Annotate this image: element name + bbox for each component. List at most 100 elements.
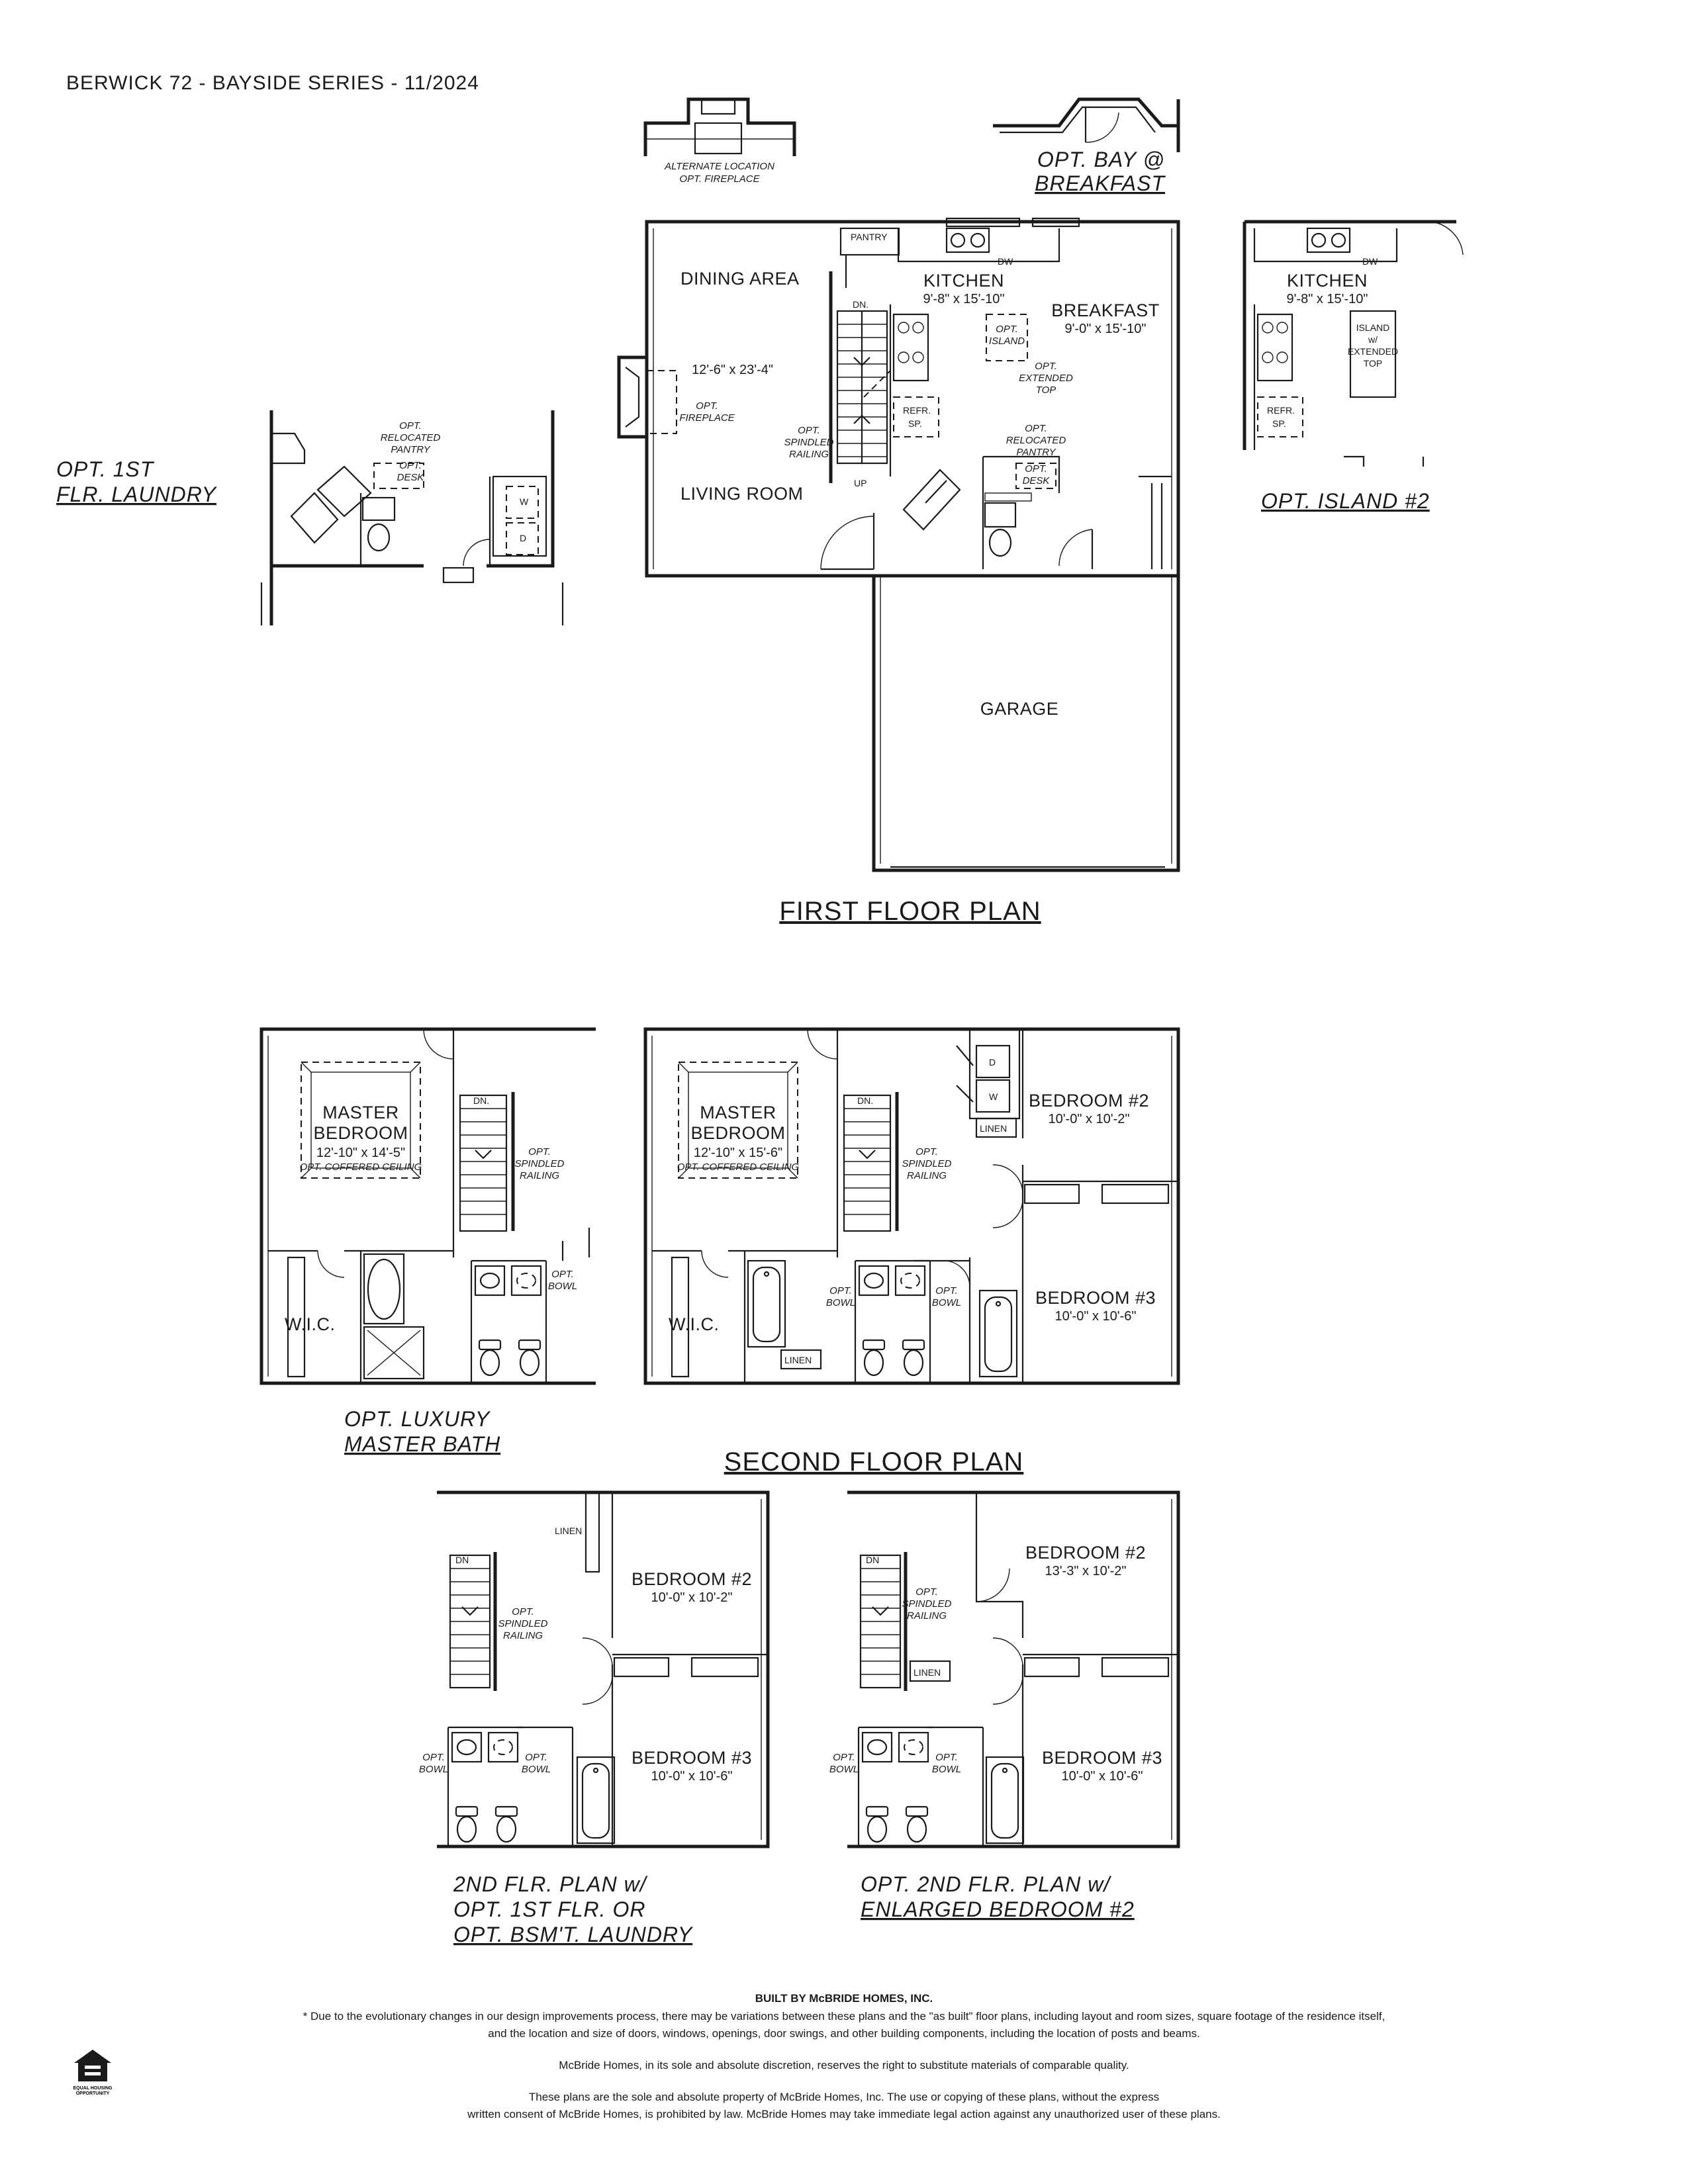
alt-bedroom2-dim: 10'-0" x 10'-2": [651, 1590, 732, 1605]
disclaimer-line: and the location and size of doors, wind…: [488, 2027, 1200, 2040]
second-spindled-label: OPT.: [915, 1146, 938, 1158]
enl-linen-label: LINEN: [914, 1667, 941, 1678]
lux-master-dim: 12'-10" x 14'-5": [316, 1146, 405, 1160]
opt-spindled-railing-label: RAILING: [789, 449, 829, 460]
enlarged-bedroom-plan: DN OPT. SPINDLED RAILING LINEN BEDROOM #…: [829, 1490, 1180, 1921]
opt-fireplace-label: FIREPLACE: [679, 412, 735, 424]
equal-housing-logo: EQUAL HOUSING OPPORTUNITY: [63, 2048, 122, 2097]
master-bedroom-dim: 12'-10" x 15'-6": [694, 1146, 782, 1160]
laundry-relocated-pantry-label: OPT.: [399, 420, 422, 432]
lux-caption: OPT. LUXURY: [344, 1407, 491, 1431]
enl-bedroom3-dim: 10'-0" x 10'-6": [1061, 1769, 1143, 1784]
opt-extended-top-label: TOP: [1036, 385, 1056, 396]
laundry-relocated-pantry-label: RELOCATED: [381, 432, 441, 443]
disclaimer-line: * Due to the evolutionary changes in our…: [303, 2010, 1385, 2023]
lux-opt-bowl-label: OPT.: [551, 1269, 574, 1280]
footer: BUILT BY McBRIDE HOMES, INC. * Due to th…: [99, 1992, 1589, 2123]
bedroom3-dim: 10'-0" x 10'-6": [1055, 1309, 1136, 1324]
property-line: written consent of McBride Homes, is pro…: [467, 2108, 1221, 2120]
opt-bay-caption: OPT. BAY @: [1037, 148, 1165, 171]
enl-spindled-label: RAILING: [907, 1610, 947, 1621]
luxury-bath-plan: MASTER BEDROOM 12'-10" x 14'-5" OPT. COF…: [259, 1027, 596, 1456]
dryer-label: D: [520, 533, 526, 543]
discretion-line: McBride Homes, in its sole and absolute …: [559, 2059, 1129, 2071]
opt-relocated-pantry-label: PANTRY: [1016, 447, 1056, 458]
master-linen-label: LINEN: [784, 1355, 812, 1365]
living-room-dim: 12'-6" x 23'-4": [692, 363, 773, 377]
second-floor-plan: MASTER BEDROOM 12'-10" x 15'-6" OPT. COF…: [643, 1027, 1180, 1477]
alt-laundry-caption: OPT. 1ST FLR. OR: [453, 1897, 645, 1921]
first-floor-plan-title: FIRST FLOOR PLAN: [779, 897, 1041, 926]
second-linen-label: LINEN: [980, 1123, 1007, 1134]
alt-opt-bowl-label: BOWL: [522, 1764, 551, 1775]
dining-area-label: DINING AREA: [680, 269, 800, 289]
enl-bedroom3-label: BEDROOM #3: [1042, 1748, 1162, 1768]
breakfast-label: BREAKFAST: [1051, 300, 1160, 320]
laundry-desk-label: OPT.: [399, 460, 422, 471]
stair-dn-label: DN.: [853, 299, 868, 310]
island2-label: w/: [1368, 334, 1378, 345]
lux-master-label: BEDROOM: [313, 1123, 408, 1143]
washer-label: W: [520, 496, 529, 507]
stair-up-label: UP: [854, 478, 867, 488]
island2-refr-label: SP.: [1272, 418, 1286, 429]
lux-caption: MASTER BATH: [344, 1432, 500, 1456]
lux-coffered-label: OPT. COFFERED CEILING: [300, 1161, 422, 1173]
lux-opt-bowl-label: BOWL: [548, 1281, 577, 1292]
wic-label: W.I.C.: [669, 1314, 720, 1334]
enl-spindled-label: OPT.: [915, 1586, 938, 1598]
alt-laundry-plan: DN OPT. SPINDLED RAILING LINEN BEDROOM #…: [419, 1490, 770, 1946]
alt-spindled-label: RAILING: [503, 1630, 543, 1641]
bedroom2-label: BEDROOM #2: [1029, 1091, 1149, 1111]
island2-label: EXTENDED: [1348, 346, 1398, 357]
alt-bedroom2-label: BEDROOM #2: [632, 1569, 752, 1589]
kitchen-dim: 9'-8" x 15'-10": [923, 292, 1004, 306]
second-dn-label: DN.: [857, 1095, 873, 1106]
opt-desk-label: DESK: [1023, 475, 1051, 486]
enl-opt-bowl-label: OPT.: [833, 1752, 855, 1763]
opt-island-detail: DW REFR. SP. ISLAND w/ EXTENDED TOP KITC…: [1243, 220, 1464, 513]
laundry-relocated-pantry-label: PANTRY: [391, 444, 430, 455]
enl-bedroom2-label: BEDROOM #2: [1025, 1543, 1146, 1563]
second-washer-label: W: [989, 1091, 998, 1102]
coffered-ceiling-label: OPT. COFFERED CEILING: [677, 1161, 800, 1173]
kitchen-label: KITCHEN: [923, 271, 1004, 291]
enlarged-caption: OPT. 2ND FLR. PLAN w/: [861, 1872, 1111, 1896]
sheet-title: BERWICK 72 - BAYSIDE SERIES - 11/2024: [66, 72, 479, 94]
second-opt-bowl-label: OPT.: [829, 1285, 852, 1297]
opt-spindled-railing-label: SPINDLED: [784, 437, 833, 448]
enl-opt-bowl-label: BOWL: [932, 1764, 961, 1775]
lux-master-label: MASTER: [322, 1103, 399, 1122]
enl-dn-label: DN: [866, 1555, 879, 1565]
equal-housing-icon: [74, 2050, 111, 2081]
enl-opt-bowl-label: OPT.: [935, 1752, 958, 1763]
alt-linen-label: LINEN: [555, 1525, 582, 1536]
alt-spindled-label: OPT.: [512, 1606, 534, 1617]
property-line: These plans are the sole and absolute pr…: [528, 2091, 1160, 2103]
island2-kitchen-dim: 9'-8" x 15'-10": [1286, 292, 1368, 306]
lux-spindled-label: RAILING: [520, 1170, 559, 1181]
alt-bedroom3-label: BEDROOM #3: [632, 1748, 752, 1768]
island2-dw-label: DW: [1362, 256, 1378, 267]
enl-spindled-label: SPINDLED: [902, 1598, 951, 1610]
enl-bedroom2-dim: 13'-3" x 10'-2": [1045, 1564, 1126, 1578]
second-dryer-label: D: [989, 1057, 996, 1068]
breakfast-dim: 9'-0" x 15'-10": [1064, 322, 1146, 336]
alt-fireplace-detail: ALTERNATE LOCATION OPT. FIREPLACE: [643, 97, 796, 185]
builder-credit: BUILT BY McBRIDE HOMES, INC.: [755, 1992, 933, 2005]
bedroom3-label: BEDROOM #3: [1035, 1288, 1156, 1308]
enl-opt-bowl-label: BOWL: [829, 1764, 859, 1775]
laundry-desk-label: DESK: [397, 472, 425, 483]
second-floor-plan-title: SECOND FLOOR PLAN: [724, 1447, 1024, 1477]
alt-fireplace-label: ALTERNATE LOCATION: [664, 161, 774, 172]
opt-desk-label: OPT.: [1025, 463, 1047, 475]
eho-label: OPPORTUNITY: [75, 2091, 110, 2096]
opt-island2-caption: OPT. ISLAND #2: [1261, 489, 1430, 513]
opt-laundry-caption: FLR. LAUNDRY: [56, 482, 218, 506]
opt-bay-caption: BREAKFAST: [1035, 171, 1166, 195]
refr-label: REFR.: [903, 405, 931, 416]
refr-label: SP.: [908, 418, 922, 429]
alt-dn-label: DN: [455, 1555, 469, 1565]
island2-label: ISLAND: [1356, 322, 1390, 333]
